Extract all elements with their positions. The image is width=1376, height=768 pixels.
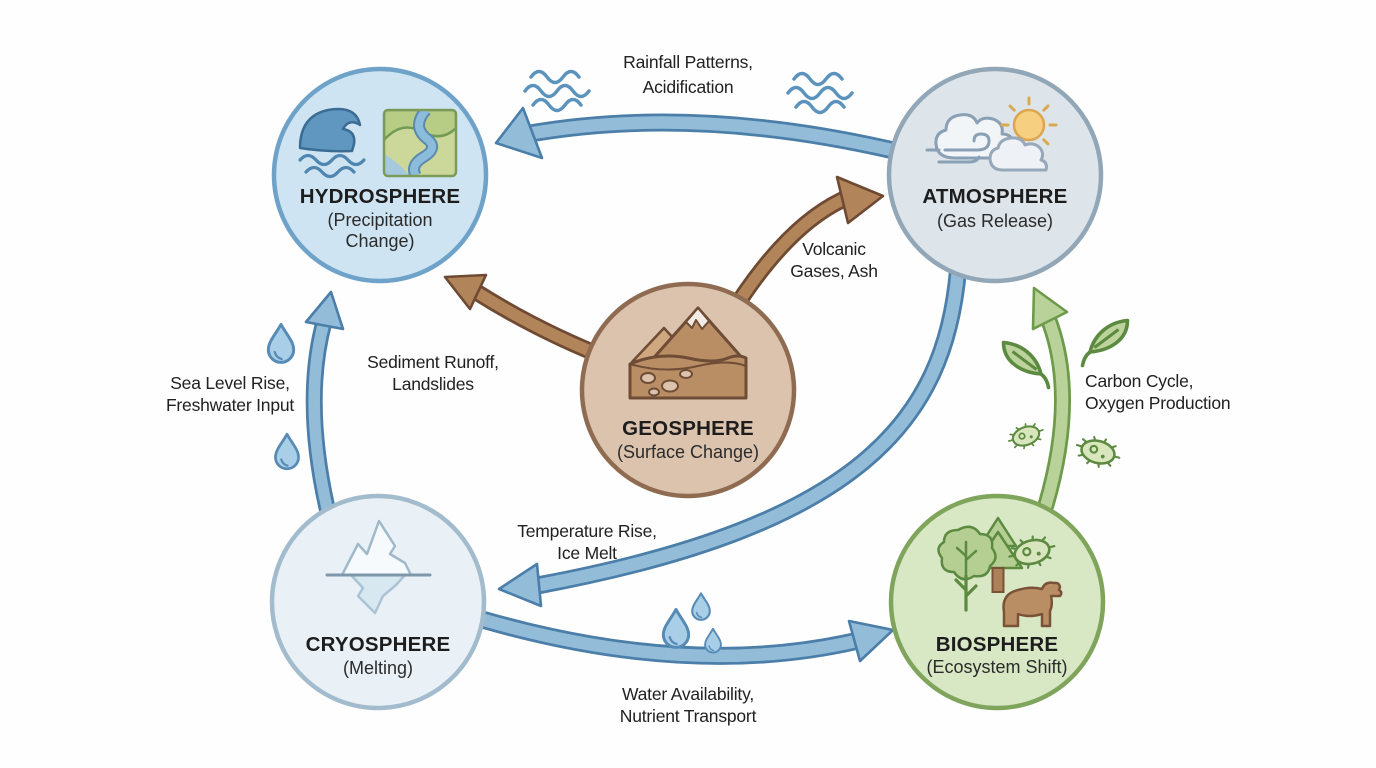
edge-label: Ice Melt [557,543,617,563]
geosphere-icon [628,306,748,400]
water-drop-icon [274,432,300,471]
small-cloud-icon [988,136,1048,172]
edge-label: Water Availability, [622,684,754,704]
hydrosphere-subtitle: Change) [345,231,414,251]
geosphere-subtitle: (Surface Change) [617,442,759,462]
wavy-water-icon [523,69,591,113]
iceberg-icon [325,519,432,615]
microbe-icon [1004,418,1048,454]
hydrosphere-title: HYDROSPHERE [300,185,461,208]
edge-label: Carbon Cycle, [1085,371,1193,391]
rock [661,379,679,393]
arrowhead [443,273,488,311]
biosphere-icons [937,516,1063,628]
edge-geosphere-to-atmosphere: Volcanic Gases, Ash [731,175,885,309]
bear-icon [1002,581,1063,628]
ocean-wave-icon [298,107,366,179]
arrowhead [847,619,895,663]
node-geosphere: GEOSPHERE (Surface Change) [579,281,797,499]
cryosphere-title: CRYOSPHERE [306,633,451,656]
arrowhead [494,106,544,160]
water-drop-icon [704,627,722,654]
edge-label: Sea Level Rise, [170,373,290,393]
atmosphere-circle [886,66,1104,284]
wavy-water-icon [786,71,854,115]
node-cryosphere: CRYOSPHERE (Melting) [269,493,487,711]
edge-atmosphere-to-cryosphere: Temperature Rise, Ice Melt [497,261,967,608]
edge-cryosphere-to-hydrosphere: Sea Level Rise, Freshwater Input [166,290,345,517]
rock [640,372,656,384]
node-hydrosphere: HYDROSPHERE (Precipitation Change) [271,66,489,284]
rock [648,387,660,397]
water-drop-icon [266,322,296,364]
hydrosphere-icons [298,107,458,179]
rock [679,369,693,379]
edge-label: Temperature Rise, [517,521,657,541]
arrowhead [497,562,543,608]
leaf-icon [1001,340,1051,390]
edge-atmosphere-to-hydrosphere: Rainfall Patterns, Acidification [494,52,909,161]
edge-label: Landslides [392,374,474,394]
water-drop-icon [661,607,691,649]
snow-cap [685,307,710,330]
biosphere-subtitle: (Ecosystem Shift) [926,657,1067,677]
edge-label: Acidification [643,77,734,97]
edge-label: Freshwater Input [166,395,294,415]
sun-icon [1000,96,1058,154]
cryosphere-subtitle: (Melting) [343,658,413,678]
iceberg-above-water [340,519,413,577]
geosphere-title: GEOSPHERE [622,417,754,440]
river-landscape-icon [382,108,458,178]
iceberg-below-water [349,573,407,615]
edge-label: Sediment Runoff, [367,352,499,372]
microbe-icon [1071,431,1125,473]
edge-label: Rainfall Patterns, [623,52,753,72]
leaf-icon [1080,318,1130,368]
edge-label: Nutrient Transport [620,706,757,726]
edge-cryosphere-to-biosphere: Water Availability, Nutrient Transport [475,592,895,726]
edge-geosphere-to-hydrosphere: Sediment Runoff, Landslides [367,273,621,394]
edge-label: Oxygen Production [1085,393,1230,413]
wind-icon [925,132,991,164]
edge-biosphere-to-atmosphere: Carbon Cycle, Oxygen Production [1001,286,1231,514]
atmosphere-subtitle: (Gas Release) [937,211,1053,231]
arrowhead [835,175,885,225]
arrowhead [1031,286,1069,331]
atmosphere-title: ATMOSPHERE [922,185,1067,208]
node-biosphere: BIOSPHERE (Ecosystem Shift) [888,493,1106,711]
water-drop-icon [691,592,711,621]
hydrosphere-subtitle: (Precipitation [327,210,432,230]
edge-label: Volcanic [802,239,866,259]
node-atmosphere: ATMOSPHERE (Gas Release) [886,66,1104,284]
atmosphere-icons [925,96,1058,172]
arrowhead [304,290,345,331]
biosphere-title: BIOSPHERE [936,633,1059,656]
tree-icon [937,525,997,612]
edge-label: Gases, Ash [790,261,878,281]
